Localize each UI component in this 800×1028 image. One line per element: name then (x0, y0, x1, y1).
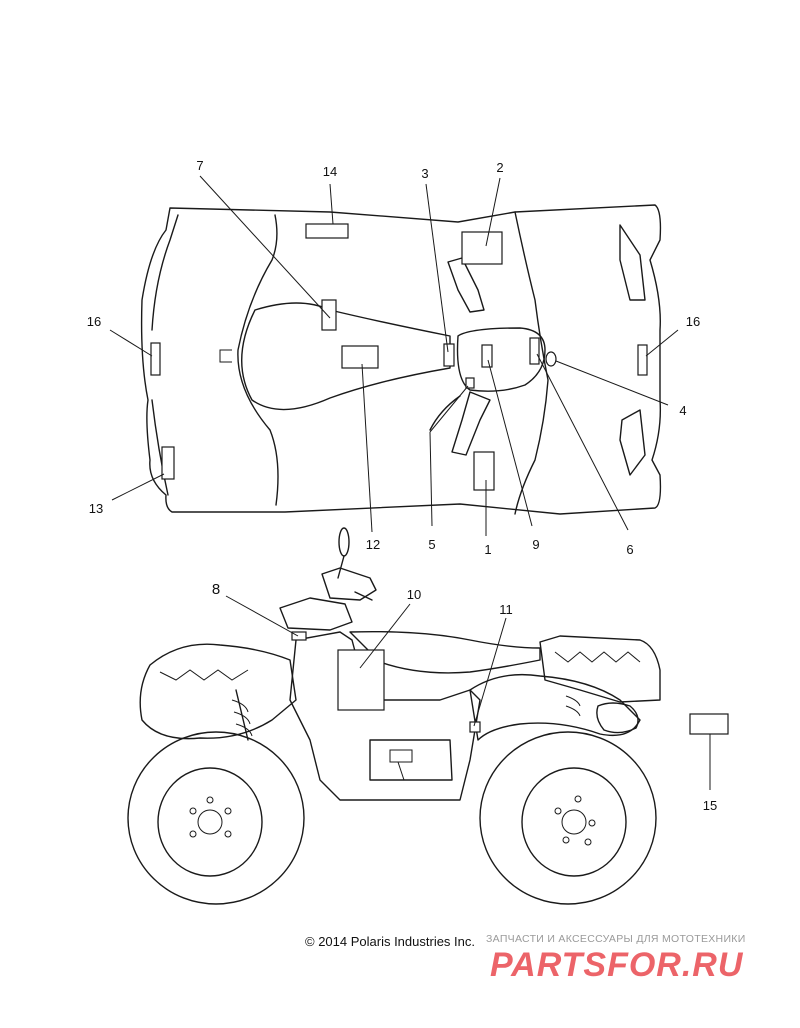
decal-4-oval (545, 351, 557, 367)
decal-13-rect (161, 446, 175, 480)
callout-2: 2 (496, 160, 503, 175)
decal-9-rect (481, 344, 493, 368)
callout-8: 8 (212, 581, 220, 598)
callout-15: 15 (703, 798, 717, 813)
callout-9: 9 (532, 537, 539, 552)
callout-3: 3 (421, 166, 428, 181)
callout-1: 1 (484, 542, 491, 557)
callout-13: 13 (89, 501, 103, 516)
decal-1-rect (473, 451, 495, 491)
decal-12-rect (341, 345, 379, 369)
decal-16-left-rect (150, 342, 161, 376)
callout-11: 11 (499, 602, 513, 617)
decal-3-rect (443, 343, 455, 367)
decal-6-rect (529, 337, 540, 365)
callout-5: 5 (428, 537, 435, 552)
front-wheel (127, 731, 305, 905)
atv-top-view: 14 2 7 3 16 16 4 13 12 5 1 9 6 (87, 158, 700, 557)
callout-16-left: 16 (87, 314, 101, 329)
callout-7: 7 (196, 158, 203, 173)
atv-side-view: 8 10 11 15 (127, 527, 729, 905)
decal-16-right-rect (637, 344, 648, 376)
copyright-notice: © 2014 Polaris Industries Inc. (305, 934, 475, 949)
decal-8-rect (291, 631, 307, 641)
decal-14-rect (305, 223, 349, 239)
decal-7-rect (321, 299, 337, 331)
callout-14: 14 (323, 164, 337, 179)
callout-4: 4 (679, 403, 686, 418)
callout-10: 10 (407, 587, 421, 602)
decal-15-rect (689, 713, 729, 735)
callout-16-right: 16 (686, 314, 700, 329)
decal-2-rect (461, 231, 503, 265)
decal-10-rect (337, 649, 385, 711)
decal-5-rect (465, 377, 475, 389)
rear-wheel (479, 731, 657, 905)
callout-12: 12 (366, 537, 380, 552)
callout-6: 6 (626, 542, 633, 557)
watermark-logo[interactable]: PARTSFOR.RU (490, 946, 744, 984)
watermark-tagline: ЗАПЧАСТИ И АКСЕССУАРЫ ДЛЯ МОТОТЕХНИКИ (486, 933, 746, 945)
